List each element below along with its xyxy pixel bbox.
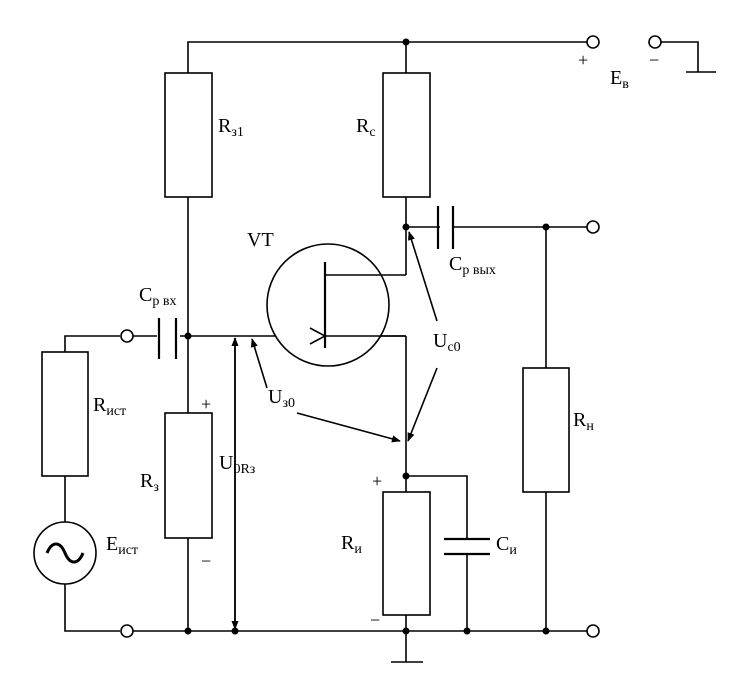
- label-rz1-sub: з1: [231, 125, 244, 140]
- capacitor-cp-in: [157, 318, 178, 359]
- label-rn: Rн: [573, 409, 594, 434]
- label-rz1-main: R: [218, 115, 232, 137]
- label-uz0: Uз0: [268, 386, 295, 411]
- label-ri: Rи: [341, 532, 362, 557]
- resistor-rc: [382, 72, 431, 198]
- label-r-source: Rист: [93, 394, 126, 419]
- supply-plus-sign: +: [578, 50, 588, 70]
- arrow-uc0-drain: [407, 231, 438, 322]
- label-ri-main: R: [341, 532, 355, 554]
- label-uc0: Uс0: [433, 330, 461, 355]
- supply-minus-sign: −: [649, 50, 659, 70]
- label-ci: Cи: [496, 533, 517, 558]
- label-supply-sub: в: [622, 77, 629, 92]
- label-ci-main: C: [496, 533, 509, 555]
- label-e-source-sub: ист: [118, 543, 138, 558]
- label-uc0-main: U: [433, 330, 448, 352]
- label-r-source-sub: ист: [106, 404, 126, 419]
- capacitor-ci: [444, 537, 490, 556]
- label-e-source: Eист: [106, 533, 138, 558]
- label-uz0-main: U: [268, 386, 283, 408]
- label-r-source-main: R: [93, 394, 107, 416]
- label-u0rz-sub: 0Rз: [233, 462, 255, 477]
- label-u0rz: U0Rз: [219, 452, 256, 477]
- label-cp-out-main: C: [449, 253, 462, 275]
- label-rc-sub: с: [369, 125, 375, 140]
- arrow-uc0-source: [407, 367, 438, 442]
- label-cp-in: Cр вх: [139, 284, 176, 309]
- label-rn-sub: н: [586, 419, 594, 434]
- label-rz: Rз: [140, 470, 159, 495]
- label-rz-main: R: [140, 470, 154, 492]
- resistor-rz: [164, 412, 213, 539]
- resistor-rz1: [164, 72, 213, 198]
- label-e-source-main: E: [106, 533, 118, 555]
- wires: [64, 41, 716, 663]
- ac-source: [33, 521, 97, 585]
- junctions: [184, 38, 550, 635]
- label-rn-main: R: [573, 409, 587, 431]
- resistor-ri: [382, 491, 431, 616]
- rz-plus-sign: +: [201, 394, 211, 414]
- label-ri-sub: и: [354, 542, 362, 557]
- arrow-uz0-gate: [250, 338, 268, 389]
- label-rc-main: R: [356, 115, 370, 137]
- label-cp-out-sub: р вых: [462, 263, 496, 278]
- label-cp-in-main: C: [139, 284, 152, 306]
- label-u0rz-main: U: [219, 452, 234, 474]
- label-supply-main: E: [610, 67, 622, 89]
- resistor-rn: [522, 367, 570, 493]
- label-cp-in-sub: р вх: [152, 294, 176, 309]
- ri-minus-sign: −: [370, 610, 380, 630]
- label-transistor: VT: [247, 229, 274, 251]
- transistor-vt: [266, 243, 406, 367]
- label-rc: Rс: [356, 115, 376, 140]
- label-cp-out: Cр вых: [449, 253, 496, 278]
- ri-plus-sign: +: [372, 471, 382, 491]
- terminals: [120, 35, 662, 638]
- label-ci-sub: и: [509, 543, 517, 558]
- label-rz1: Rз1: [218, 115, 244, 140]
- label-uc0-sub: с0: [447, 340, 460, 355]
- label-rz-sub: з: [153, 480, 159, 495]
- capacitor-cp-out: [436, 206, 455, 249]
- rz-minus-sign: −: [201, 551, 211, 571]
- label-supply-e: Eв: [610, 67, 629, 92]
- arrow-uz0-source: [296, 412, 401, 443]
- label-uz0-sub: з0: [282, 396, 295, 411]
- resistor-r-source: [41, 351, 89, 477]
